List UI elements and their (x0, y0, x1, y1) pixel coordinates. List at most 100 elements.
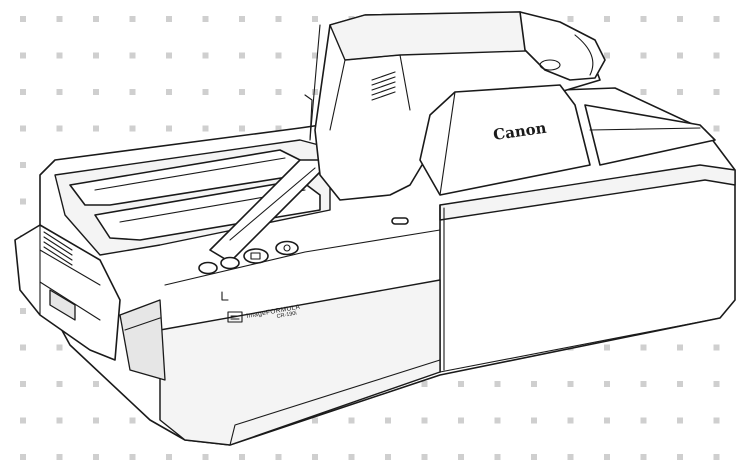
grid-dot (640, 344, 647, 351)
grid-dot (458, 417, 464, 424)
grid-dot (239, 125, 245, 132)
grid-dot (239, 52, 245, 59)
grid-dot (312, 16, 318, 22)
grid-dot (275, 125, 282, 132)
grid-dot (677, 344, 683, 351)
grid-dot (640, 16, 647, 22)
grid-dot (129, 89, 136, 95)
grid-dot (312, 417, 318, 424)
grid-dot (677, 16, 683, 22)
grid-dot (56, 381, 63, 387)
grid-dot (93, 16, 99, 22)
grid-dot (604, 454, 610, 460)
grid-dot (640, 454, 647, 460)
grid-dot (20, 89, 26, 95)
grid-dot (166, 125, 172, 132)
power-button[interactable] (275, 240, 299, 256)
grid-dot (166, 454, 172, 460)
grid-dot (640, 381, 647, 387)
grid-dot (640, 417, 647, 424)
grid-dot (531, 417, 537, 424)
grid-dot (421, 381, 428, 387)
grid-dot (166, 16, 172, 22)
grid-dot (93, 52, 99, 59)
grid-dot (56, 125, 63, 132)
panel-button-1[interactable] (198, 261, 218, 275)
grid-dot (713, 454, 720, 460)
grid-dot (166, 89, 172, 95)
grid-dot (494, 454, 501, 460)
grid-dot (56, 417, 63, 424)
grid-dot (202, 16, 209, 22)
grid-dot (93, 417, 99, 424)
grid-dot (458, 381, 464, 387)
grid-dot (567, 381, 574, 387)
grid-dot (421, 417, 428, 424)
grid-dot (640, 89, 647, 95)
grid-dot (312, 89, 318, 95)
grid-dot (275, 454, 282, 460)
grid-dot (275, 16, 282, 22)
grid-dot (713, 417, 720, 424)
grid-dot (640, 52, 647, 59)
grid-dot (93, 454, 99, 460)
grid-dot (531, 454, 537, 460)
grid-dot (677, 89, 683, 95)
grid-dot (604, 52, 610, 59)
grid-dot (385, 454, 391, 460)
grid-dot (713, 52, 720, 59)
grid-dot (567, 16, 574, 22)
grid-dot (20, 308, 26, 314)
control-panel (198, 240, 299, 275)
grid-dot (348, 417, 355, 424)
grid-dot (129, 454, 136, 460)
right-output-tray (584, 104, 716, 166)
grid-dot (202, 52, 209, 59)
grid-dot (604, 381, 610, 387)
grid-dot (56, 344, 63, 351)
grid-dot (56, 52, 63, 59)
grid-dot (239, 454, 245, 460)
grid-dot (312, 52, 318, 59)
grid-dot (604, 344, 610, 351)
grid-dot (677, 454, 683, 460)
model-label: CR-190i (276, 311, 297, 320)
grid-dot (421, 454, 428, 460)
grid-dot (677, 417, 683, 424)
grid-dot (531, 381, 537, 387)
left-vent (43, 231, 73, 266)
grid-dot (713, 89, 720, 95)
grid-dot (567, 454, 574, 460)
grid-dot (56, 16, 63, 22)
grid-dot (604, 16, 610, 22)
grid-dot (202, 89, 209, 95)
hopper-opening (539, 59, 561, 71)
panel-button-3[interactable] (243, 248, 269, 264)
grid-dot (93, 89, 99, 95)
grid-dot (20, 52, 26, 59)
grid-dot (129, 52, 136, 59)
hood-front-face (419, 84, 591, 196)
hood-vent (371, 71, 396, 101)
grid-dot (20, 16, 26, 22)
grid-dot (713, 381, 720, 387)
panel-button-2[interactable] (220, 256, 240, 270)
grid-dot (677, 52, 683, 59)
grid-dot (129, 417, 136, 424)
grid-dot (129, 125, 136, 132)
grid-dot (202, 125, 209, 132)
grid-dot (312, 454, 318, 460)
grid-dot (713, 125, 720, 132)
grid-dot (20, 344, 26, 351)
grid-dot (20, 454, 26, 460)
grid-dot (56, 89, 63, 95)
badge-logo-icon (227, 311, 243, 323)
left-end-cap (14, 224, 121, 361)
grid-dot (604, 417, 610, 424)
grid-dot (166, 52, 172, 59)
grid-dot (20, 198, 26, 205)
grid-dot (93, 125, 99, 132)
grid-dot (56, 454, 63, 460)
